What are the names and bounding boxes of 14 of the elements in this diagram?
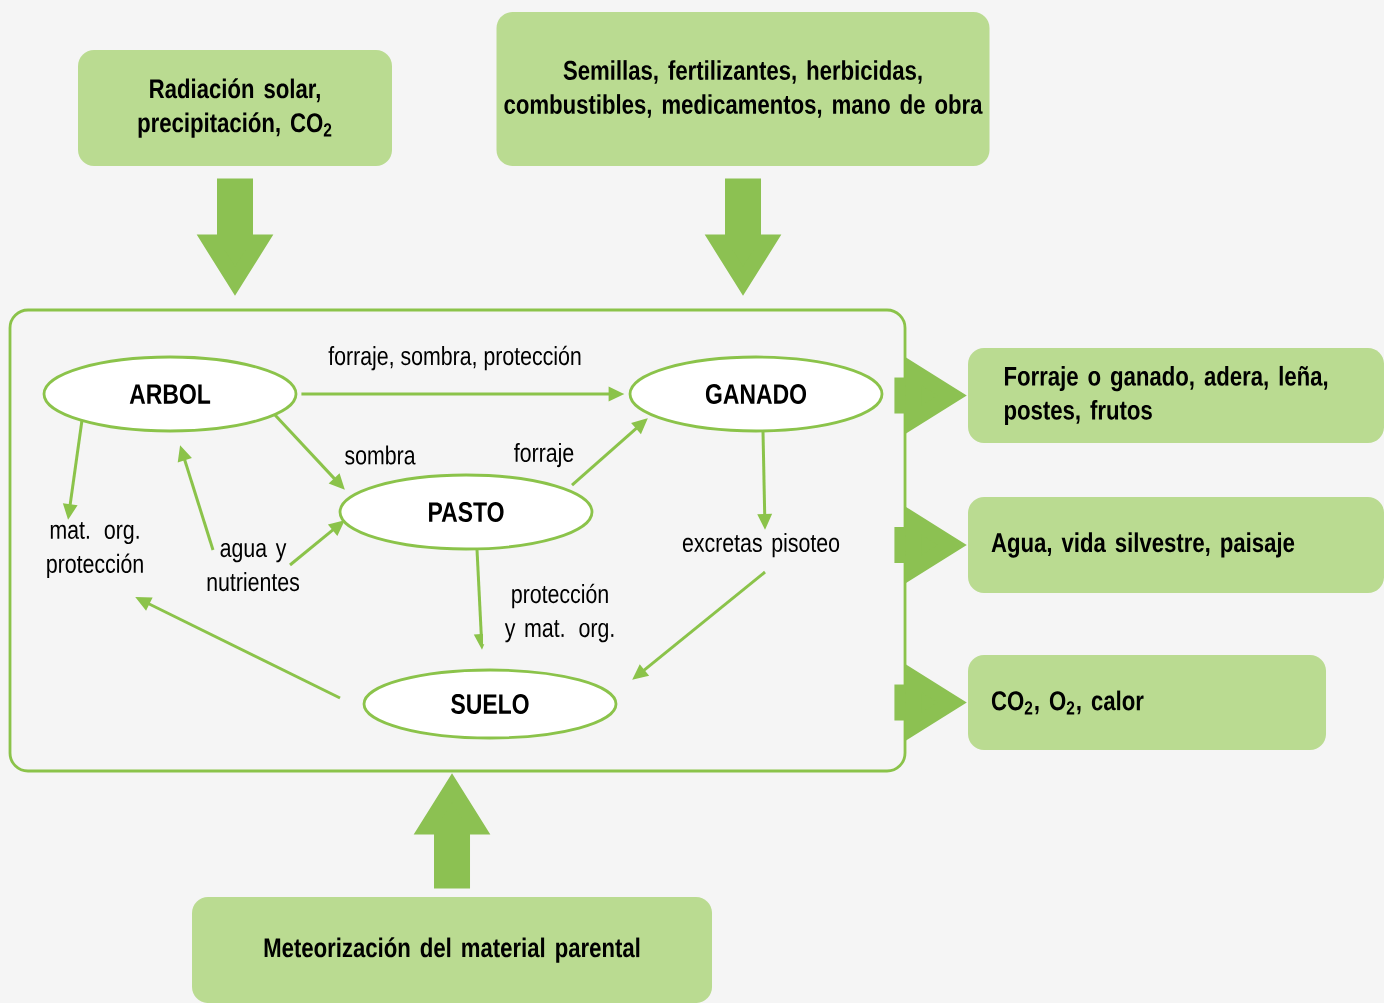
flow-text: mat. org. protección bbox=[47, 521, 143, 579]
edge-label: forraje, sombra, protección bbox=[326, 343, 584, 373]
input-box: Semillas, fertilizantes, herbicidas, combustibles, medicamentos, mano de obra bbox=[496, 12, 990, 166]
edge-label: forraje bbox=[511, 440, 577, 470]
edge-label: protección y mat. org. bbox=[483, 581, 637, 645]
edge-label: sombra bbox=[342, 443, 418, 467]
input-box: Radiación solar, precipitación, CO$_{2}$ bbox=[78, 50, 392, 166]
system-frame bbox=[8, 308, 907, 773]
output-box: CO$_{2}$, O$_{2}$, calor bbox=[968, 655, 1326, 750]
flow-text: agua y nutrientes bbox=[207, 542, 300, 592]
input-box: Meteorización del material parental bbox=[192, 897, 712, 1003]
output-box: Forraje o ganado, adera, leña, postes, frutos bbox=[968, 348, 1384, 443]
output-box: Agua, vida silvestre, paisaje bbox=[968, 497, 1384, 593]
flow-text: excretas pisoteo bbox=[682, 532, 840, 558]
